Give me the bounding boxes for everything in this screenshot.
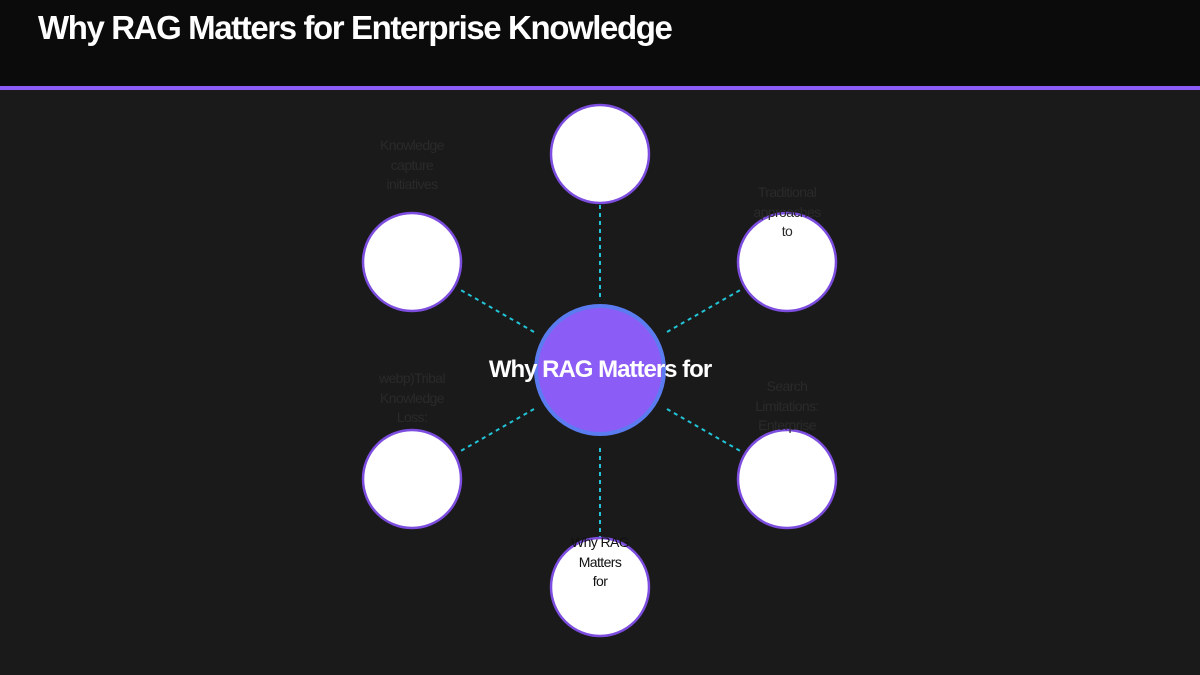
node-group <box>361 103 838 638</box>
connector-lower-left <box>458 408 535 453</box>
slide-title: Why RAG Matters for Enterprise Knowledge <box>38 9 673 46</box>
hub-node <box>534 304 666 436</box>
node-upper-right <box>736 211 838 313</box>
accent-divider <box>0 86 1200 90</box>
node-upper-left <box>361 211 463 313</box>
node-label-upper-left: Knowledge capture initiatives <box>380 137 444 192</box>
node-lower-right <box>736 428 838 530</box>
connector-group <box>458 204 743 540</box>
hub-group <box>534 304 666 436</box>
node-label-lower-right: Search Limitations: Enterprise <box>755 378 819 433</box>
connector-upper-right <box>666 288 743 333</box>
node-label-bottom: Why RAG Matters for <box>570 534 630 589</box>
hub-label: Why RAG Matters for <box>488 356 712 383</box>
node-lower-left <box>361 428 463 530</box>
node-bottom <box>549 536 651 638</box>
node-label-lower-left: webp)Tribal Knowledge Loss: <box>378 370 446 425</box>
connector-lower-right <box>666 408 743 453</box>
header-bar: Why RAG Matters for Enterprise Knowledge <box>0 0 1200 86</box>
connector-upper-left <box>458 288 535 333</box>
node-label-upper-right: Traditional approaches to <box>753 184 821 239</box>
node-top <box>549 103 651 205</box>
